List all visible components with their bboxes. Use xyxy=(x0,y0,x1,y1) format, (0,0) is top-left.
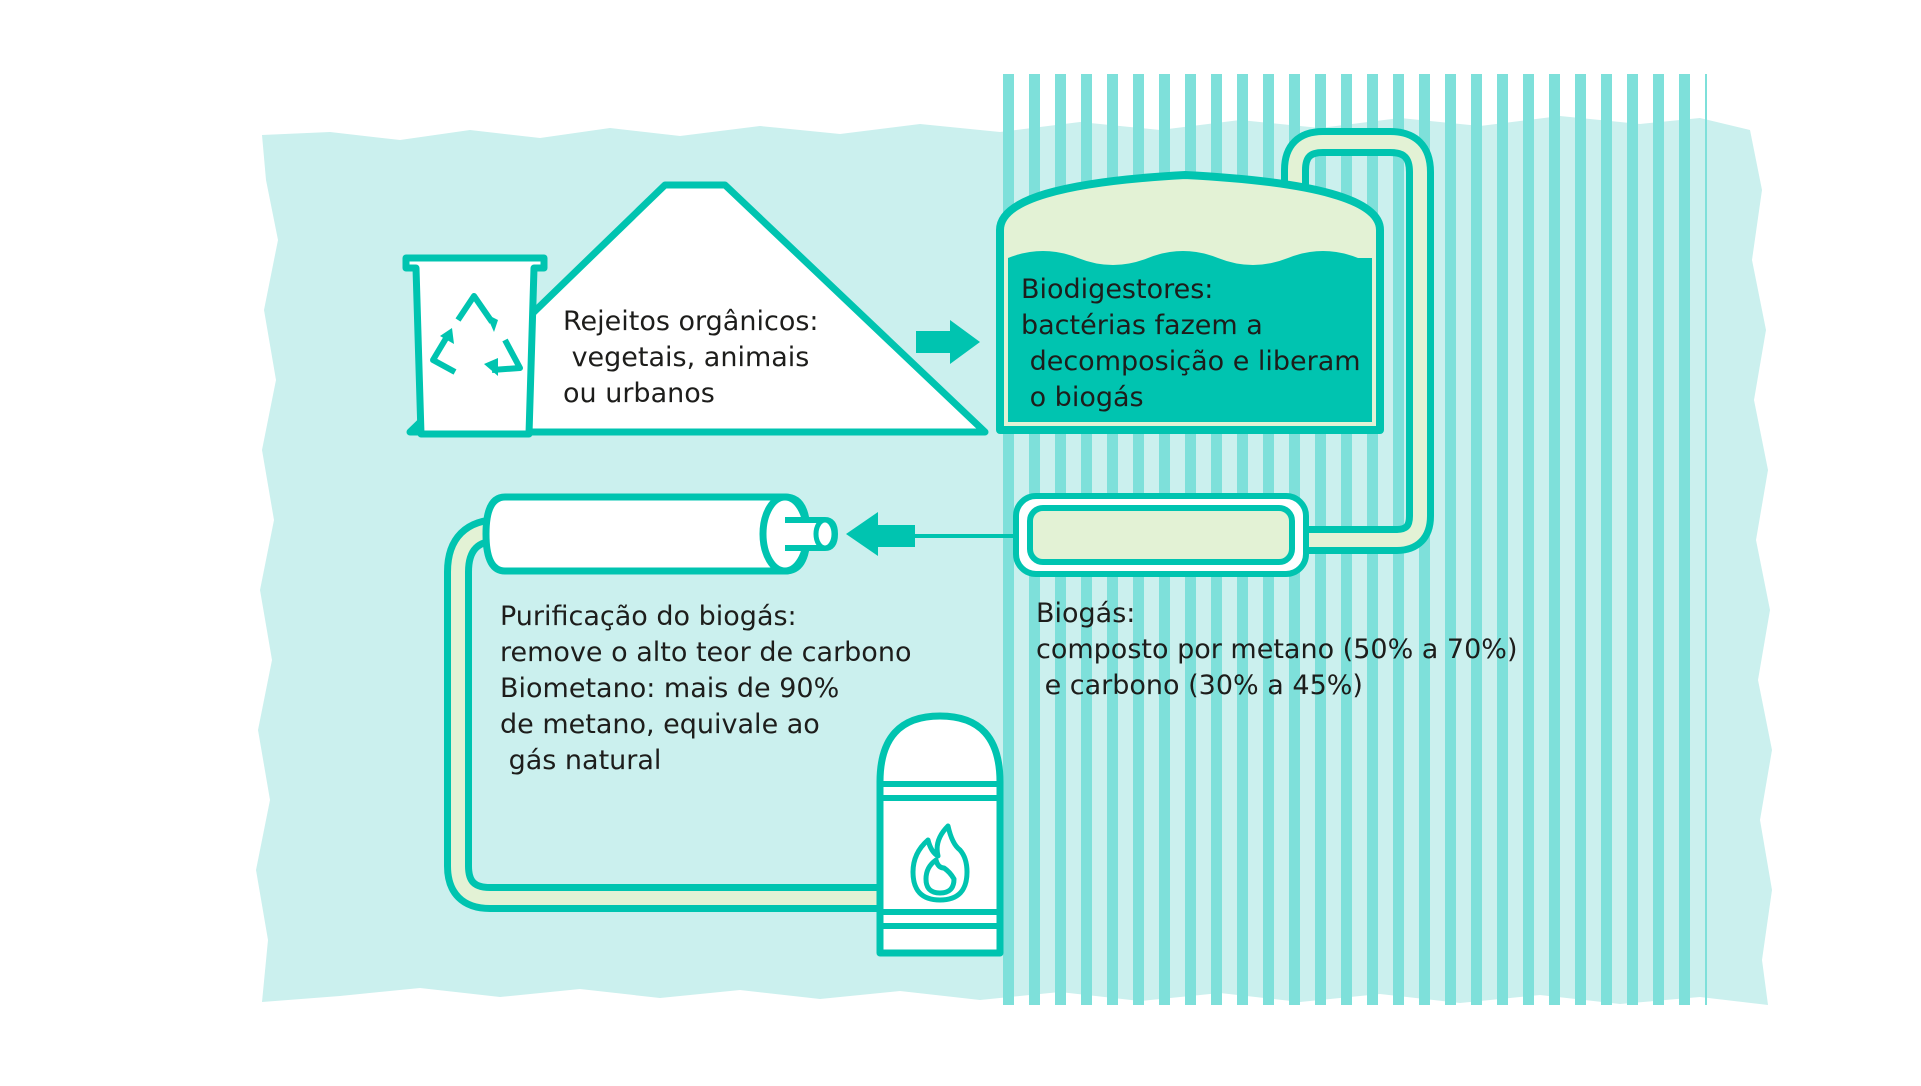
digester-label-line: decomposição e liberam xyxy=(1021,346,1361,377)
purification-label-line: Biometano: mais de 90% xyxy=(500,673,840,704)
purification-cylinder xyxy=(482,493,839,575)
recycle-icon xyxy=(430,293,523,376)
digester-label-line: o biogás xyxy=(1021,382,1144,413)
biodigester-tank xyxy=(996,171,1384,434)
digester-label-line: Biodigestores: xyxy=(1021,274,1214,305)
purification-label-line: remove o alto teor de carbono xyxy=(500,637,912,668)
digester-label: Biodigestores: bactérias fazem a decompos… xyxy=(1021,272,1361,416)
pipe-right xyxy=(1281,128,1434,554)
waste-label-line: Rejeitos orgânicos: xyxy=(563,306,819,337)
purification-label: Purificação do biogás: remove o alto teor… xyxy=(500,599,911,779)
arrow-left-icon xyxy=(846,512,915,556)
biogas-label: Biogás: composto por metano (50% a 70%) e… xyxy=(1036,596,1517,704)
waste-label: Rejeitos orgânicos: vegetais, animais ou … xyxy=(563,304,819,412)
waste-label-line: ou urbanos xyxy=(563,378,715,409)
biogas-filter xyxy=(1013,493,1309,577)
purification-label-line: gás natural xyxy=(500,745,662,776)
arrow-right-icon xyxy=(916,320,980,364)
digester-label-line: bactérias fazem a xyxy=(1021,310,1263,341)
trash-bin-icon xyxy=(402,254,548,438)
waste-pile xyxy=(406,181,989,436)
purification-label-line: Purificação do biogás: xyxy=(500,601,797,632)
biogas-label-line: e carbono (30% a 45%) xyxy=(1036,670,1363,701)
pipe-left xyxy=(444,516,904,912)
purification-label-line: de metano, equivale ao xyxy=(500,709,820,740)
flame-icon xyxy=(910,823,970,903)
biogas-label-line: Biogás: xyxy=(1036,598,1136,629)
waste-label-line: vegetais, animais xyxy=(563,342,810,373)
biogas-label-line: composto por metano (50% a 70%) xyxy=(1036,634,1518,665)
